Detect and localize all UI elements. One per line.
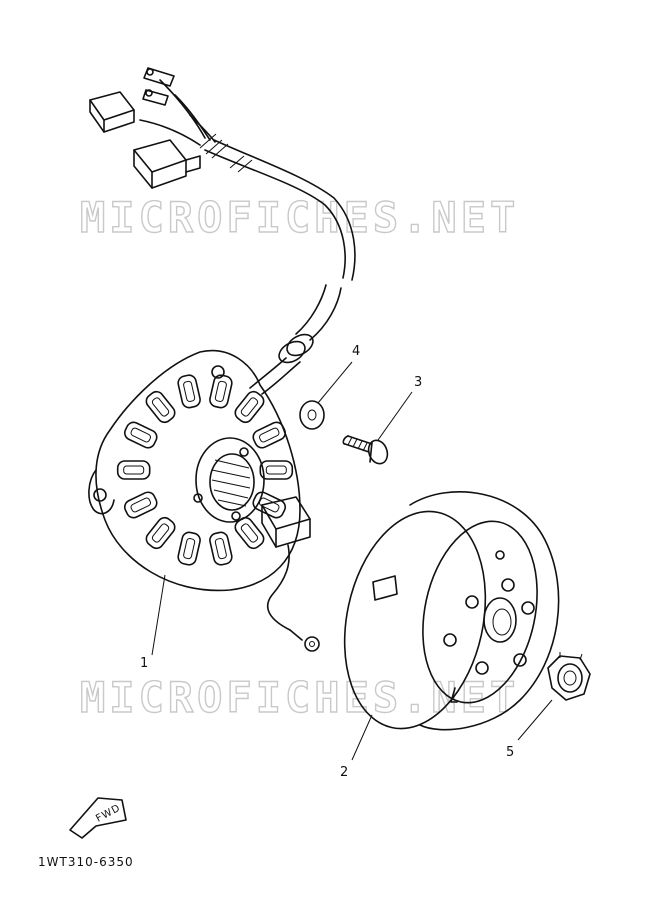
wire-harness [89,67,356,395]
stator-coil-pole [145,390,176,424]
stator-coil-pole [177,374,201,409]
washer [299,400,325,430]
forward-direction-arrow: FWD [69,797,127,839]
stator-coil-core [183,380,196,402]
stator-assembly [88,349,320,652]
stator-coil-pole [252,491,287,519]
screw [342,435,389,465]
flange-nut [547,652,591,701]
stator-coil-pole [123,421,158,449]
stator-coil-core [130,427,152,443]
watermark-bottom: MICROFICHES.NET [80,673,519,722]
callout-3: 3 [414,375,422,390]
rotor-flywheel [343,491,560,731]
leader-lines [151,361,553,761]
stator-coil-core [240,397,259,417]
stator-coil-core [214,538,227,560]
watermark-top: MICROFICHES.NET [80,193,519,242]
stator-coil-core [123,465,145,475]
stator-coil-pole [234,390,265,424]
stator-coil-pole [209,374,233,409]
callout-2: 2 [340,765,348,780]
stator-coil-core [130,497,152,513]
stator-coil-core [214,380,227,402]
stator-coil-pole [145,516,176,550]
stator-coil-pole [252,421,287,449]
callout-1: 1 [140,656,148,671]
stator-coil-pole [116,460,151,480]
callout-4: 4 [352,344,360,359]
stator-coil-core [183,538,196,560]
diagram-code: 1WT310-6350 [38,855,134,869]
stator-coil-core [151,397,170,417]
stator-coil-pole [123,491,158,519]
stator-coil-pole [259,460,294,480]
stator-coil-core [151,523,170,543]
stator-coil-core [258,427,280,443]
stator-coil-pole [177,531,201,566]
stator-coil-core [265,465,287,475]
stator-coil-core [240,523,259,543]
stator-coil-pole [209,531,233,566]
callout-5: 5 [506,745,514,760]
